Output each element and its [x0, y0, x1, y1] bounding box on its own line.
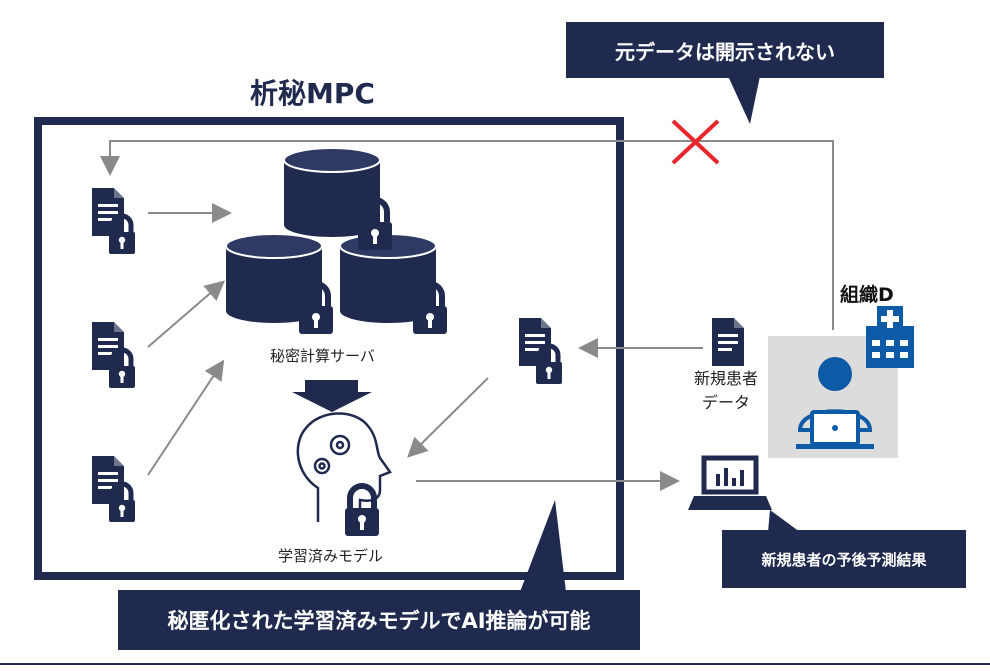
callout-not-disclosed: 元データは開示されない: [566, 22, 884, 78]
down-arrow: [292, 380, 372, 412]
result-callout-pointer: [768, 510, 800, 532]
document-lock-icon: [92, 322, 135, 388]
new-patient-data-line2: データ: [701, 393, 750, 412]
server-label: 秘密計算サーバ: [270, 347, 375, 365]
new-patient-data-label: 新規患者 データ: [676, 367, 776, 415]
bottom-callout-pointer: [520, 500, 566, 592]
document-lock-icon: [92, 188, 135, 254]
document-icon: [712, 318, 744, 366]
database-icon: [283, 147, 381, 237]
document-lock-icon: [92, 456, 135, 522]
ai-head-gears-icon: [296, 412, 392, 522]
blocked-data-line: [100, 140, 834, 330]
new-patient-data-line1: 新規患者: [693, 369, 758, 388]
callout-ai-inference: 秘匿化された学習済みモデルでAI推論が可能: [118, 590, 640, 650]
laptop-chart-icon: [688, 455, 772, 510]
hospital-icon: [866, 306, 914, 368]
model-label: 学習済みモデル: [278, 547, 384, 565]
arrow: [147, 280, 226, 348]
padlock-icon: [345, 486, 379, 536]
cross-icon: [671, 119, 720, 165]
page-title: 析秘MPC: [250, 77, 375, 110]
top-callout-pointer: [728, 76, 760, 124]
arrow: [407, 377, 489, 458]
arrow: [147, 359, 225, 476]
document-lock-icon: [519, 318, 562, 384]
callout-prediction-result: 新規患者の予後予測結果: [722, 530, 966, 588]
person-at-laptop-icon: [796, 357, 874, 449]
org-d-label: 組織D: [840, 284, 894, 306]
